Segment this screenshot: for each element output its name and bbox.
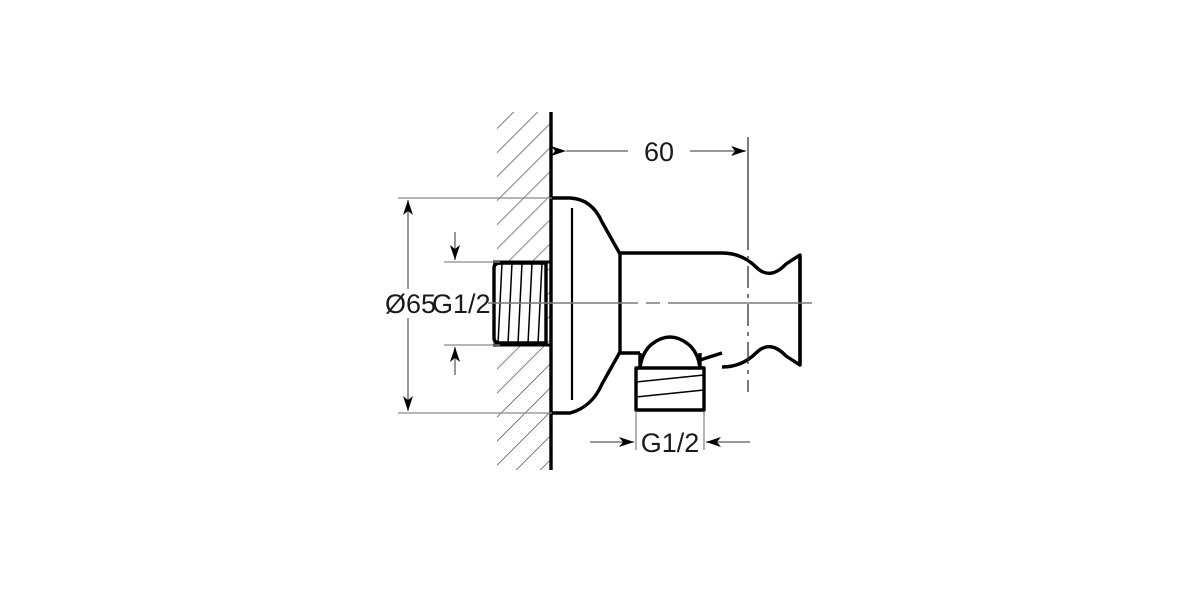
outlet-body-outline: [634, 366, 706, 412]
outlet-thread-lines: [635, 374, 705, 398]
dimension-projection-length: 60: [551, 137, 749, 228]
flange-outline: [551, 196, 622, 415]
dimension-inlet-thread: G1/2: [432, 232, 500, 375]
dim-d65-label: Ø65: [385, 289, 436, 319]
escutcheon-flange: [551, 196, 622, 415]
hand-shower-holder-end: [721, 228, 802, 392]
dim-inlet-label: G1/2: [432, 289, 491, 319]
dimension-flange-diameter: Ø65: [385, 197, 552, 414]
body-bottom-line-right: [699, 351, 723, 362]
holder-outline: [721, 251, 802, 369]
dim-outlet-label: G1/2: [641, 428, 700, 458]
outlet-dome-outline: [638, 335, 702, 370]
dimension-outlet-thread: G1/2: [590, 412, 750, 458]
threaded-outlet-port: [634, 335, 706, 412]
dim-60-label: 60: [644, 137, 674, 167]
cylindrical-body: [620, 251, 723, 362]
